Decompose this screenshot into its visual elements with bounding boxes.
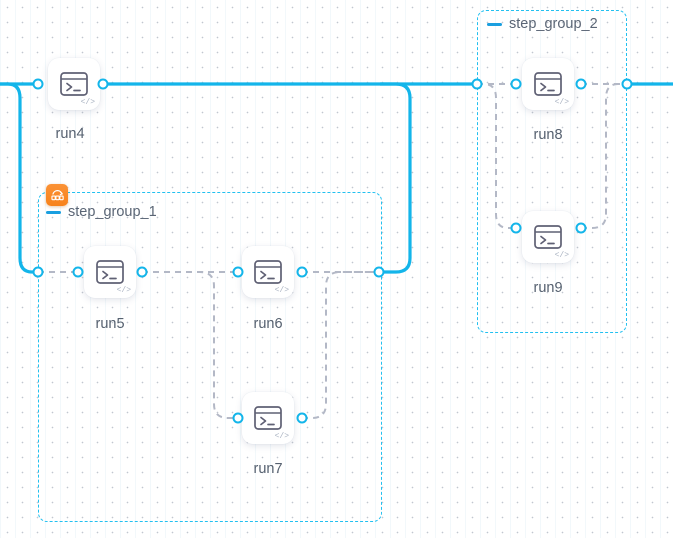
- node-label-run6: run6: [253, 316, 283, 332]
- port-group1-out[interactable]: [373, 266, 385, 278]
- code-mark-icon: </>: [554, 98, 569, 107]
- port-run7-in[interactable]: [232, 412, 244, 424]
- group-label-step_group_2[interactable]: step_group_2: [487, 16, 598, 32]
- port-run7-out[interactable]: [296, 412, 308, 424]
- terminal-icon: [254, 260, 282, 284]
- code-mark-icon: </>: [554, 251, 569, 260]
- port-run8-in[interactable]: [510, 78, 522, 90]
- port-group2-in[interactable]: [471, 78, 483, 90]
- node-run7[interactable]: </>: [242, 392, 294, 444]
- terminal-icon: [254, 406, 282, 430]
- group-step_group_2[interactable]: [477, 10, 627, 333]
- node-run9[interactable]: </>: [522, 211, 574, 263]
- node-label-run5: run5: [95, 316, 125, 332]
- group-label-step_group_1[interactable]: step_group_1: [46, 204, 157, 220]
- group-title: step_group_2: [509, 16, 598, 32]
- port-run6-in[interactable]: [232, 266, 244, 278]
- terminal-icon: [534, 225, 562, 249]
- minus-icon[interactable]: [46, 210, 61, 214]
- code-mark-icon: </>: [274, 432, 289, 441]
- terminal-icon: [534, 72, 562, 96]
- port-run5-out[interactable]: [136, 266, 148, 278]
- terminal-icon: [60, 72, 88, 96]
- group-step_group_1[interactable]: [38, 192, 382, 522]
- node-label-run4: run4: [55, 126, 85, 142]
- edge-left-to-group1: [0, 82, 38, 274]
- port-run5-in[interactable]: [72, 266, 84, 278]
- group-badge-icon[interactable]: [46, 184, 68, 206]
- group-badge-glyph: [50, 189, 64, 200]
- port-group2-out[interactable]: [621, 78, 633, 90]
- code-mark-icon: </>: [80, 98, 95, 107]
- node-run4[interactable]: </>: [48, 58, 100, 110]
- port-run9-in[interactable]: [510, 222, 522, 234]
- port-run8-out[interactable]: [575, 78, 587, 90]
- node-run5[interactable]: </>: [84, 246, 136, 298]
- node-label-run8: run8: [533, 127, 563, 143]
- node-run6[interactable]: </>: [242, 246, 294, 298]
- minus-icon[interactable]: [487, 22, 502, 26]
- node-run8[interactable]: </>: [522, 58, 574, 110]
- terminal-icon: [96, 260, 124, 284]
- port-run6-out[interactable]: [296, 266, 308, 278]
- port-run4-in[interactable]: [32, 78, 44, 90]
- code-mark-icon: </>: [274, 286, 289, 295]
- port-run9-out[interactable]: [575, 222, 587, 234]
- group-title: step_group_1: [68, 204, 157, 220]
- code-mark-icon: </>: [116, 286, 131, 295]
- port-group1-in[interactable]: [32, 266, 44, 278]
- edge-group1-to-main: [379, 82, 412, 274]
- node-label-run9: run9: [533, 280, 563, 296]
- port-run4-out[interactable]: [97, 78, 109, 90]
- node-label-run7: run7: [253, 461, 283, 477]
